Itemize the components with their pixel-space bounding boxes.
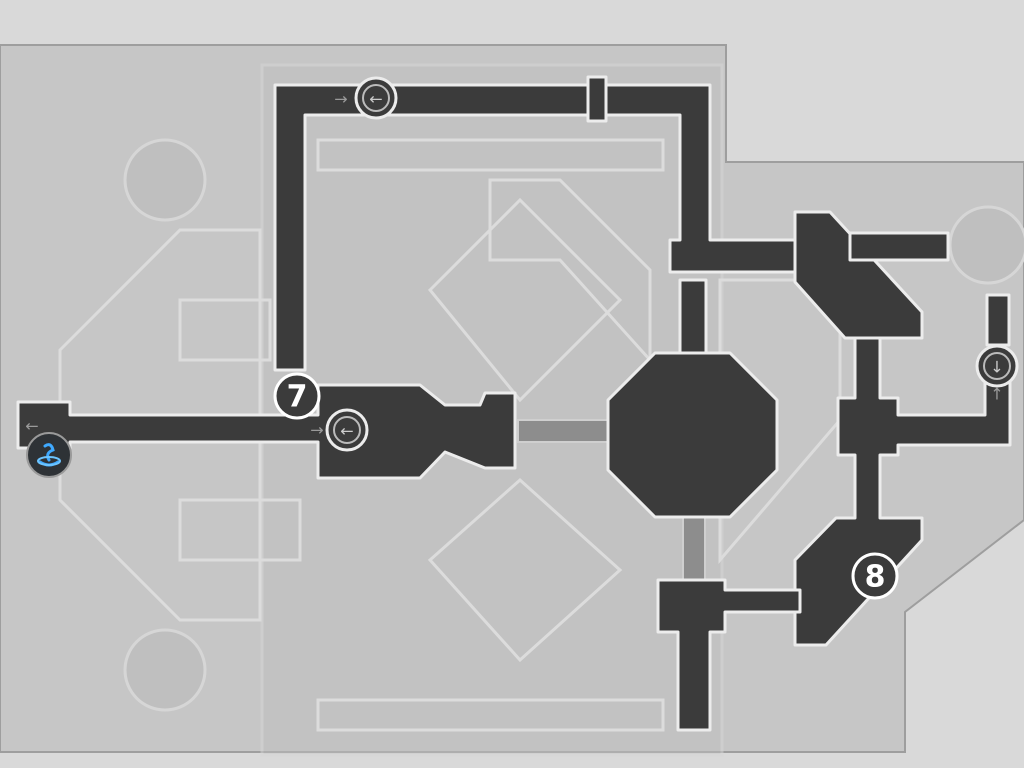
bridge-west [517, 419, 614, 443]
arrow-right-hint: → [310, 421, 323, 440]
arrow-marker-west[interactable]: → ← [310, 408, 369, 452]
arrow-left-icon: ← [369, 90, 382, 109]
arrow-marker-top[interactable]: → ← [334, 76, 398, 120]
arrow-right-hint: → [334, 90, 347, 109]
waypoint-marker-8[interactable]: 8 [851, 552, 899, 600]
waypoint-number: 7 [287, 380, 308, 415]
space-anchor-teleport-icon[interactable] [26, 432, 72, 478]
walkable-paths [16, 75, 1012, 732]
waypoint-number: 8 [865, 560, 886, 595]
waypoint-marker-7[interactable]: 7 [273, 372, 321, 420]
arrow-up-hint: ↑ [990, 385, 1003, 404]
arrow-down-icon: ↓ [990, 358, 1003, 377]
arrow-left-hint: ← [25, 417, 38, 436]
arrow-marker-east[interactable]: ↓ ↑ [975, 344, 1019, 404]
arrow-left-icon: ← [340, 422, 353, 441]
